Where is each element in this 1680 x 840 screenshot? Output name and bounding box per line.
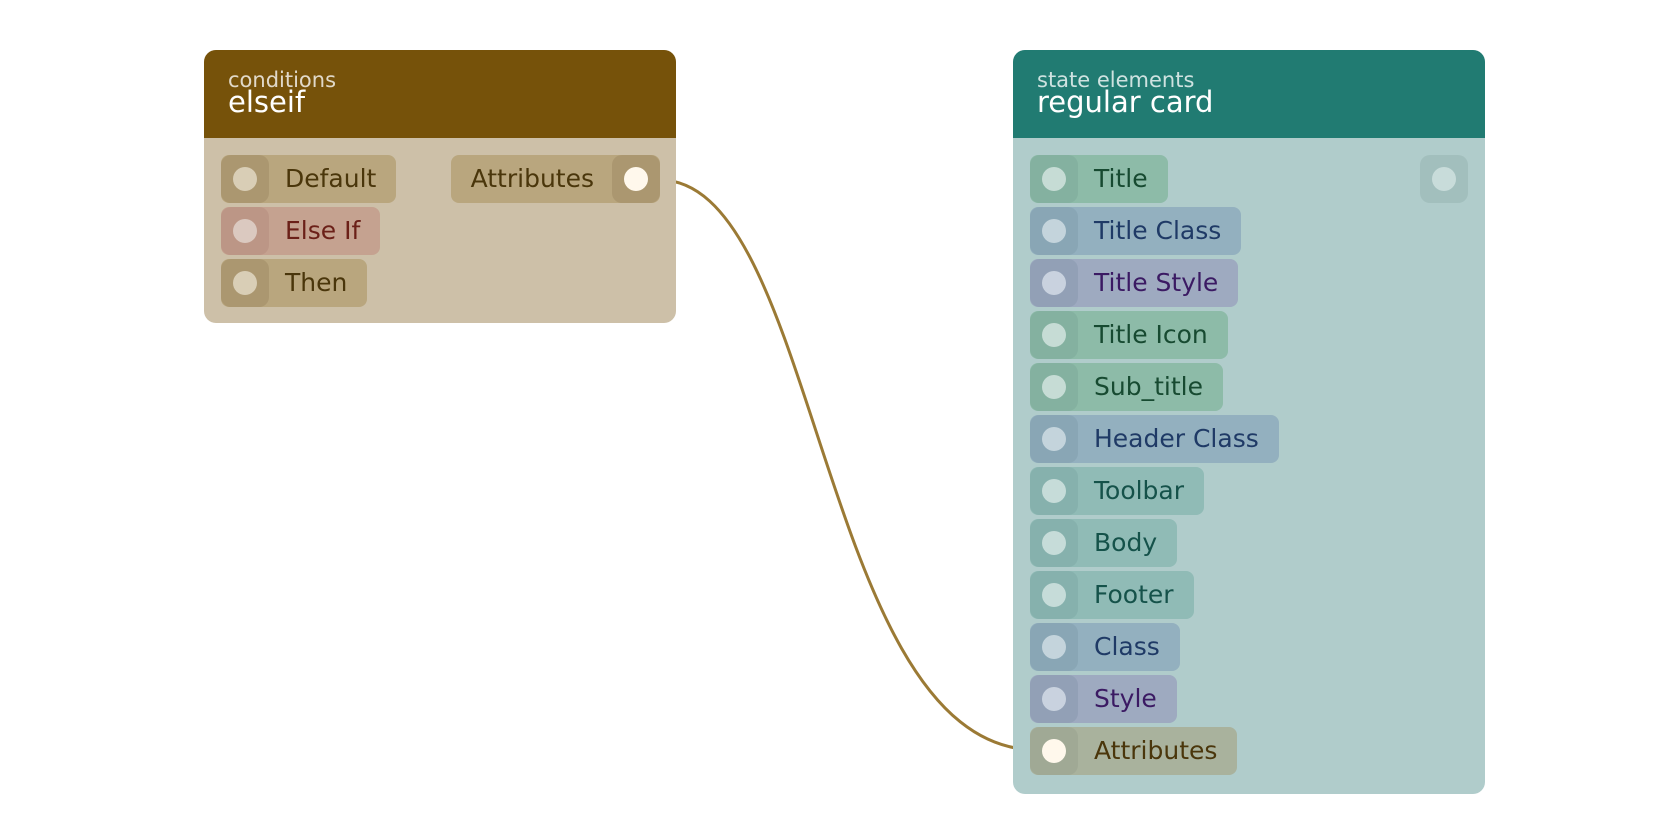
socket-dot-icon (1432, 167, 1456, 191)
input-port-then[interactable]: Then (221, 259, 368, 307)
socket-dot-icon (233, 219, 257, 243)
node-title: regular card (1037, 85, 1214, 119)
input-socket[interactable] (1030, 623, 1078, 671)
port-label: Attributes (470, 164, 594, 193)
connection-wire[interactable] (659, 178, 1038, 752)
socket-dot-icon (1042, 271, 1066, 295)
port-label: Title Style (1094, 268, 1219, 297)
input-socket[interactable] (221, 207, 269, 255)
socket-dot-icon (1042, 167, 1066, 191)
port-label: Class (1094, 632, 1160, 661)
node-title: elseif (228, 85, 306, 119)
output-socket[interactable] (612, 155, 660, 203)
node-category: state elements (1037, 68, 1195, 92)
input-socket[interactable] (1030, 467, 1078, 515)
input-port-sub-title[interactable]: Sub_title (1030, 363, 1223, 411)
input-port-else-if[interactable]: Else If (221, 207, 381, 255)
socket-dot-icon (233, 167, 257, 191)
input-port-attributes[interactable]: Attributes (1030, 727, 1238, 775)
input-port-style[interactable]: Style (1030, 675, 1177, 723)
input-port-body[interactable]: Body (1030, 519, 1178, 567)
socket-dot-icon (1042, 583, 1066, 607)
socket-dot-icon (624, 167, 648, 191)
input-socket[interactable] (1030, 207, 1078, 255)
socket-dot-icon (1042, 427, 1066, 451)
port-label: Title Class (1094, 216, 1222, 245)
input-port-title[interactable]: Title (1030, 155, 1168, 203)
port-label: Else If (285, 216, 361, 245)
port-label: Default (285, 164, 377, 193)
input-socket[interactable] (1030, 311, 1078, 359)
input-socket[interactable] (1030, 519, 1078, 567)
input-port-title-icon[interactable]: Title Icon (1030, 311, 1228, 359)
input-socket[interactable] (221, 259, 269, 307)
port-label: Title Icon (1094, 320, 1208, 349)
input-port-footer[interactable]: Footer (1030, 571, 1194, 619)
port-label: Then (285, 268, 348, 297)
input-socket[interactable] (1030, 675, 1078, 723)
input-port-title-class[interactable]: Title Class (1030, 207, 1242, 255)
port-label: Footer (1094, 580, 1174, 609)
node-header[interactable]: conditions elseif (204, 50, 676, 138)
socket-dot-icon (1042, 479, 1066, 503)
port-label: Body (1094, 528, 1158, 557)
elseif-node[interactable]: conditions elseif Default Else If Then A… (204, 50, 676, 323)
input-port-class[interactable]: Class (1030, 623, 1180, 671)
input-socket[interactable] (1030, 415, 1078, 463)
port-label: Title (1094, 164, 1148, 193)
input-socket[interactable] (1030, 727, 1078, 775)
socket-dot-icon (1042, 323, 1066, 347)
socket-dot-icon (1042, 739, 1066, 763)
input-port-default[interactable]: Default (221, 155, 397, 203)
input-socket[interactable] (1030, 571, 1078, 619)
node-header[interactable]: state elements regular card (1013, 50, 1485, 138)
input-socket[interactable] (221, 155, 269, 203)
input-socket[interactable] (1030, 155, 1078, 203)
node-category: conditions (228, 68, 337, 92)
input-socket[interactable] (1030, 363, 1078, 411)
input-port-title-style[interactable]: Title Style (1030, 259, 1239, 307)
socket-dot-icon (233, 271, 257, 295)
output-socket[interactable] (1420, 155, 1468, 203)
regular-card-node[interactable]: state elements regular card Title Title … (1013, 50, 1485, 794)
socket-dot-icon (1042, 219, 1066, 243)
port-label: Style (1094, 684, 1157, 713)
input-port-toolbar[interactable]: Toolbar (1030, 467, 1205, 515)
input-socket[interactable] (1030, 259, 1078, 307)
port-label: Toolbar (1094, 476, 1185, 505)
port-label: Header Class (1094, 424, 1259, 453)
socket-dot-icon (1042, 375, 1066, 399)
socket-dot-icon (1042, 635, 1066, 659)
output-port-attributes[interactable]: Attributes (450, 155, 660, 203)
port-label: Attributes (1094, 736, 1218, 765)
socket-dot-icon (1042, 687, 1066, 711)
input-port-header-class[interactable]: Header Class (1030, 415, 1279, 463)
socket-dot-icon (1042, 531, 1066, 555)
port-label: Sub_title (1094, 372, 1203, 401)
